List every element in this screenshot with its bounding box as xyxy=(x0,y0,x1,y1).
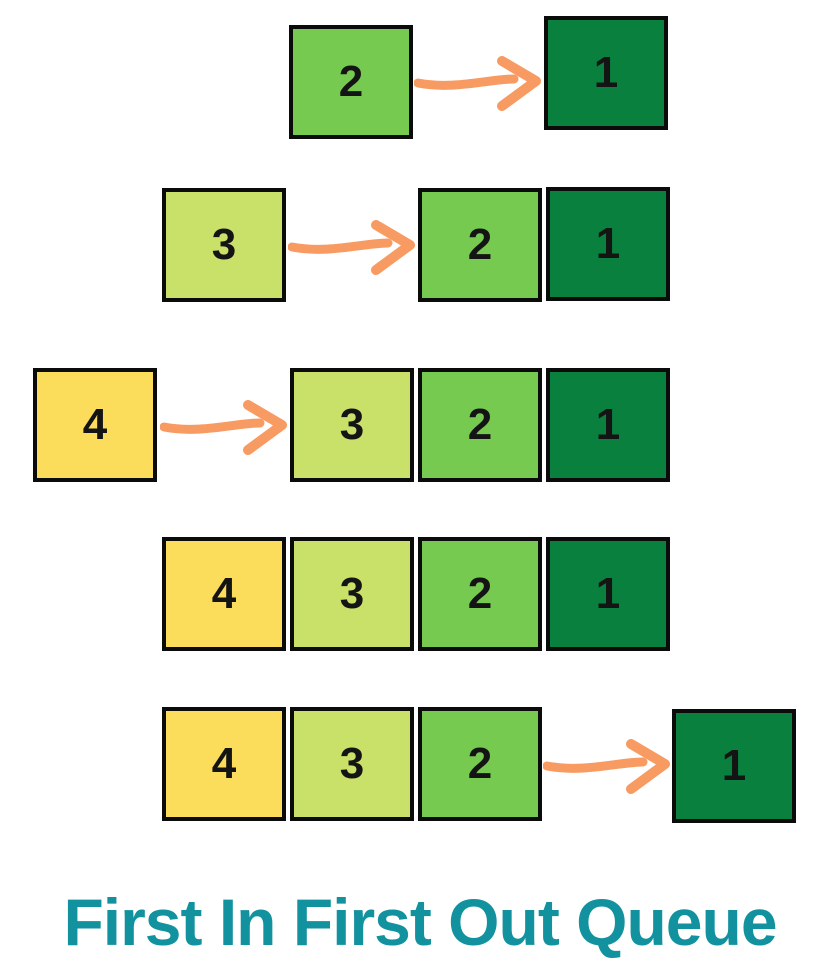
box-value-1: 1 xyxy=(546,368,670,482)
box-value-4: 4 xyxy=(162,707,286,821)
box-value-3: 3 xyxy=(162,188,286,302)
box-value-1: 1 xyxy=(546,537,670,651)
box-value-4: 4 xyxy=(162,537,286,651)
enqueue-arrow-icon xyxy=(414,56,541,111)
box-value-3: 3 xyxy=(290,537,414,651)
box-value-1: 1 xyxy=(672,709,796,823)
box-value-4: 4 xyxy=(33,368,157,482)
enqueue-arrow-icon xyxy=(288,220,415,275)
box-value-2: 2 xyxy=(289,25,413,139)
box-value-1: 1 xyxy=(546,187,670,301)
box-value-3: 3 xyxy=(290,707,414,821)
box-value-2: 2 xyxy=(418,537,542,651)
box-value-2: 2 xyxy=(418,188,542,302)
box-value-1: 1 xyxy=(544,16,668,130)
enqueue-arrow-icon xyxy=(160,400,287,455)
box-value-2: 2 xyxy=(418,707,542,821)
diagram-title: First In First Out Queue xyxy=(63,885,777,959)
box-value-3: 3 xyxy=(290,368,414,482)
box-value-2: 2 xyxy=(418,368,542,482)
dequeue-arrow-icon xyxy=(543,739,670,794)
